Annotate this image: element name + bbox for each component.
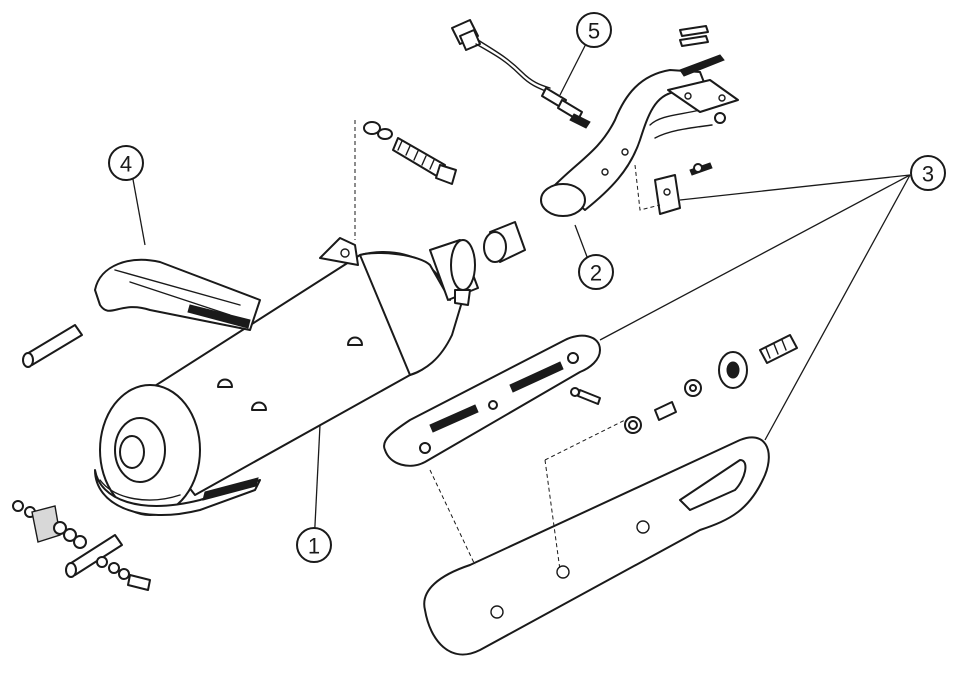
svg-text:3: 3 bbox=[922, 162, 934, 187]
svg-text:2: 2 bbox=[590, 261, 602, 286]
muffler bbox=[99, 237, 479, 516]
svg-text:1: 1 bbox=[308, 534, 320, 559]
header-pipe bbox=[540, 25, 739, 217]
callout-2: 2 bbox=[578, 254, 614, 290]
heat-shield bbox=[94, 258, 261, 517]
callout-1: 1 bbox=[296, 527, 332, 563]
callout-4: 4 bbox=[108, 145, 144, 181]
bottom-hardware bbox=[12, 500, 151, 591]
svg-text:4: 4 bbox=[120, 152, 132, 177]
oxygen-sensor bbox=[451, 19, 591, 129]
sealing-sleeve bbox=[483, 221, 526, 263]
leader-lines bbox=[129, 29, 911, 546]
svg-text:5: 5 bbox=[588, 19, 600, 44]
heat-guard bbox=[383, 334, 798, 656]
mounting-bolt-top bbox=[354, 120, 457, 240]
callout-5: 5 bbox=[576, 12, 612, 48]
pipe-clamp bbox=[634, 162, 713, 215]
callout-3: 3 bbox=[910, 155, 946, 191]
left-pin bbox=[22, 324, 83, 368]
